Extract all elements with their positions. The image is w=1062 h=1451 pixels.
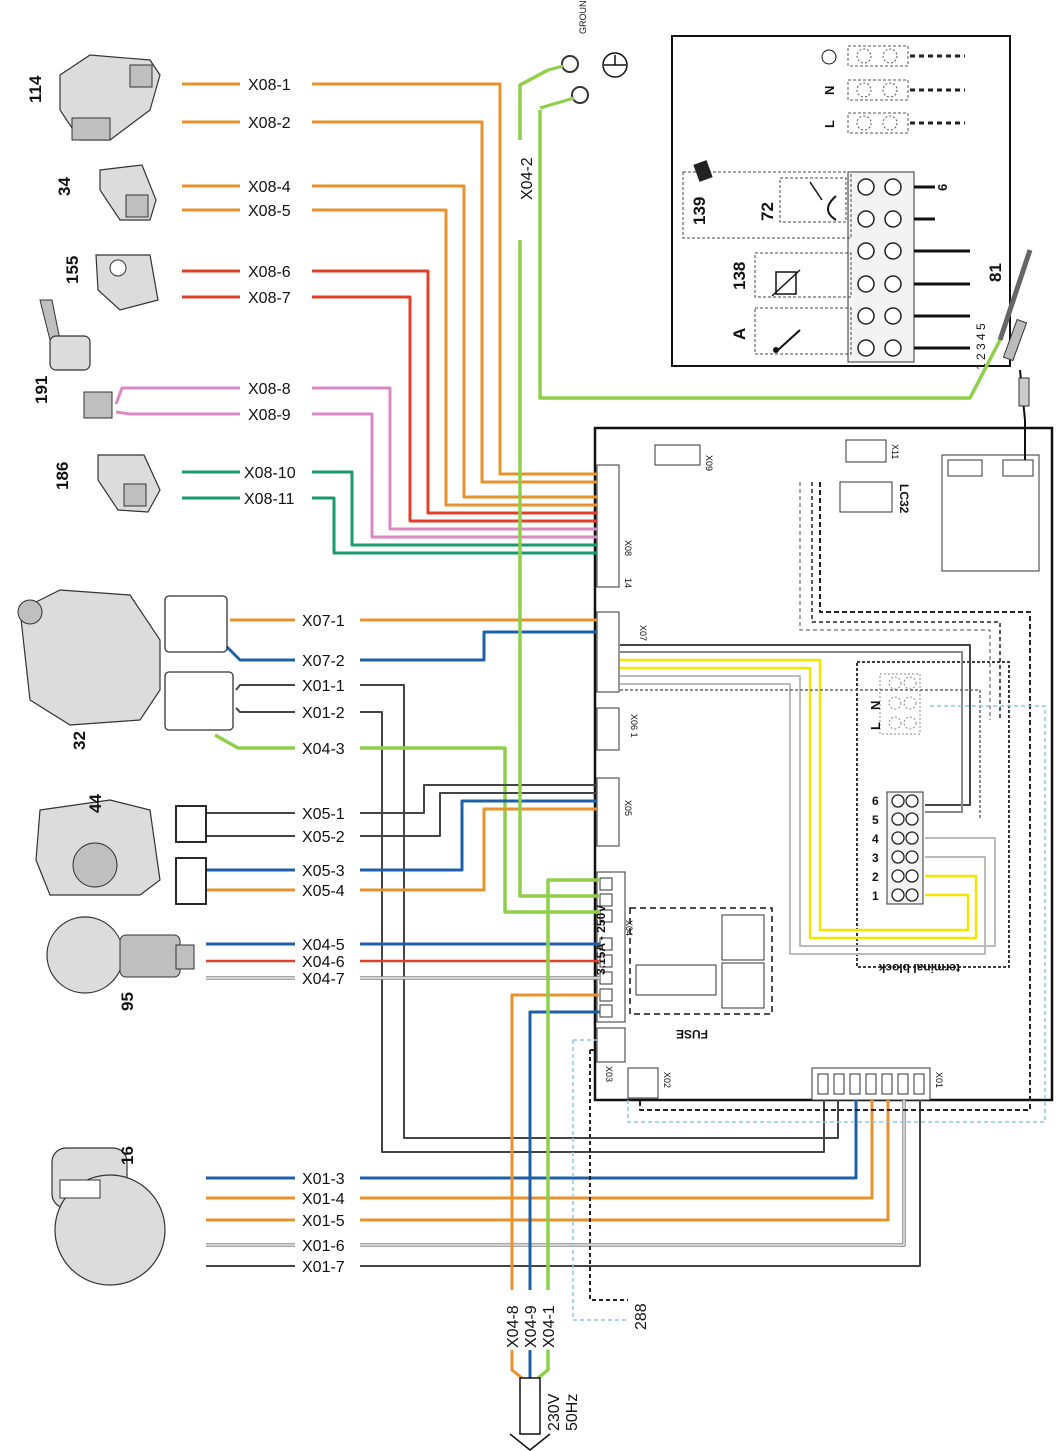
component-32-icon (17, 589, 234, 731)
tb-num-4: 4 (872, 832, 879, 846)
inset-l-label: L (822, 120, 837, 128)
label-186: 186 (53, 462, 72, 490)
wire-label-x05-1: X05-1 (302, 806, 345, 823)
ground-symbol-icon (821, 49, 837, 65)
label-138: 138 (730, 262, 749, 290)
electrode-81-icon (997, 249, 1033, 421)
x08-label: X08 (623, 540, 633, 556)
inset-n-label: N (822, 86, 837, 95)
x07-label: X07 (638, 625, 648, 641)
label-95: 95 (118, 992, 137, 1011)
label-32: 32 (70, 731, 89, 750)
wire-label-x01-6: X01-6 (302, 1238, 345, 1255)
label-191: 191 (32, 376, 51, 404)
x06-label: X06 1 (629, 714, 639, 738)
label-72: 72 (758, 202, 777, 221)
ground-symbol-icon (602, 52, 628, 78)
x02-label: X02 (662, 1072, 672, 1088)
tb-num-2: 2 (872, 870, 879, 884)
label-16: 16 (118, 1146, 137, 1165)
wire-label-x05-3: X05-3 (302, 863, 345, 880)
board-tb-l-label: L (868, 722, 883, 730)
wire-label-x04-8: X04-8 (505, 1305, 522, 1348)
label-139: 139 (690, 197, 709, 225)
inset-terminal-6-label: 6 (935, 184, 950, 191)
wire-label-x08-2: X08-2 (248, 115, 291, 132)
component-191-icon (39, 299, 113, 419)
wire-label-x04-9: X04-9 (523, 1305, 540, 1348)
wire-label-x04-5: X04-5 (302, 937, 345, 954)
wire-label-x07-2: X07-2 (302, 653, 345, 670)
x09-label: X09 (704, 455, 714, 471)
lc32-label: LC32 (897, 484, 911, 514)
wire-label-x01-4: X01-4 (302, 1191, 345, 1208)
wire-label-x04-1: X04-1 (541, 1305, 558, 1348)
label-288: 288 (633, 1303, 650, 1330)
terminal-block-label: terminal block (878, 961, 960, 975)
label-155: 155 (63, 256, 82, 284)
tb-num-3: 3 (872, 851, 879, 865)
component-114-icon (59, 54, 161, 141)
fuse-rating-label: 3.15A - 250V (594, 905, 608, 975)
wire-label-x04-2: X04-2 (519, 157, 536, 200)
component-155-icon (95, 254, 159, 311)
wire-label-x05-2: X05-2 (302, 829, 345, 846)
component-34-icon (99, 164, 157, 221)
fuse-label: FUSE (676, 1027, 708, 1041)
label-114: 114 (26, 75, 45, 103)
wires (114, 68, 1046, 1380)
x03-label: X03 (604, 1066, 614, 1082)
wire-label-x08-11: X08-11 (244, 491, 295, 508)
x01-label: X01 (934, 1072, 944, 1088)
component-95-icon (46, 916, 195, 994)
wire-label-x01-3: X01-3 (302, 1171, 345, 1188)
tb-num-1: 1 (872, 889, 879, 903)
wire-label-x01-2: X01-2 (302, 705, 345, 722)
wire-label-x08-8: X08-8 (248, 381, 291, 398)
ground-label: GROUND (578, 0, 588, 34)
tb-num-5: 5 (872, 813, 879, 827)
component-44-icon (35, 799, 207, 905)
control-board: X09 X11 LC32 X08 14 X07 X06 1 X05 X04 (593, 426, 1054, 1102)
wire-label-x01-5: X01-5 (302, 1213, 345, 1230)
inset-mains-terminals (821, 45, 965, 134)
inset-terminal-box: N L 6 1 2 3 4 5 (671, 35, 1011, 370)
wire-label-x08-4: X08-4 (248, 179, 291, 196)
wire-label-x08-5: X08-5 (248, 203, 291, 220)
component-16-icon (51, 1147, 166, 1286)
wire-label-x05-4: X05-4 (302, 883, 345, 900)
x04-label: X04 (624, 920, 634, 936)
wire-label-x08-10: X08-10 (244, 465, 296, 482)
component-186-icon (97, 454, 161, 513)
x05-label: X05 (623, 800, 633, 816)
x08-pin14-label: 14 (623, 578, 633, 588)
wire-label-x01-7: X01-7 (302, 1259, 345, 1276)
wire-label-x08-9: X08-9 (248, 407, 291, 424)
supply-cable-arrow-icon (509, 1377, 551, 1451)
wire-label-x07-1: X07-1 (302, 613, 345, 630)
wire-label-x04-6: X04-6 (302, 954, 345, 971)
inset-terminal-numbers: 1 2 3 4 5 (974, 323, 988, 370)
supply-voltage-label: 230V (546, 1393, 563, 1431)
x11-label: X11 (890, 444, 900, 459)
wire-label-x04-7: X04-7 (302, 971, 345, 988)
ground-eyelet-icon (539, 55, 589, 110)
label-34: 34 (55, 177, 74, 196)
label-44: 44 (86, 794, 105, 813)
wire-label-x08-7: X08-7 (248, 290, 291, 307)
wire-label-x08-6: X08-6 (248, 264, 291, 281)
wire-label-x04-3: X04-3 (302, 741, 345, 758)
wire-label-x01-1: X01-1 (302, 678, 345, 695)
tb-num-6: 6 (872, 794, 879, 808)
label-81: 81 (986, 263, 1005, 282)
inset-terminal-block (847, 171, 970, 363)
board-tb-n-label: N (868, 701, 883, 710)
thermostat-139-icon (693, 160, 713, 182)
wire-label-x08-1: X08-1 (248, 77, 291, 94)
supply-frequency-label: 50Hz (564, 1394, 581, 1431)
label-a: A (730, 328, 749, 340)
